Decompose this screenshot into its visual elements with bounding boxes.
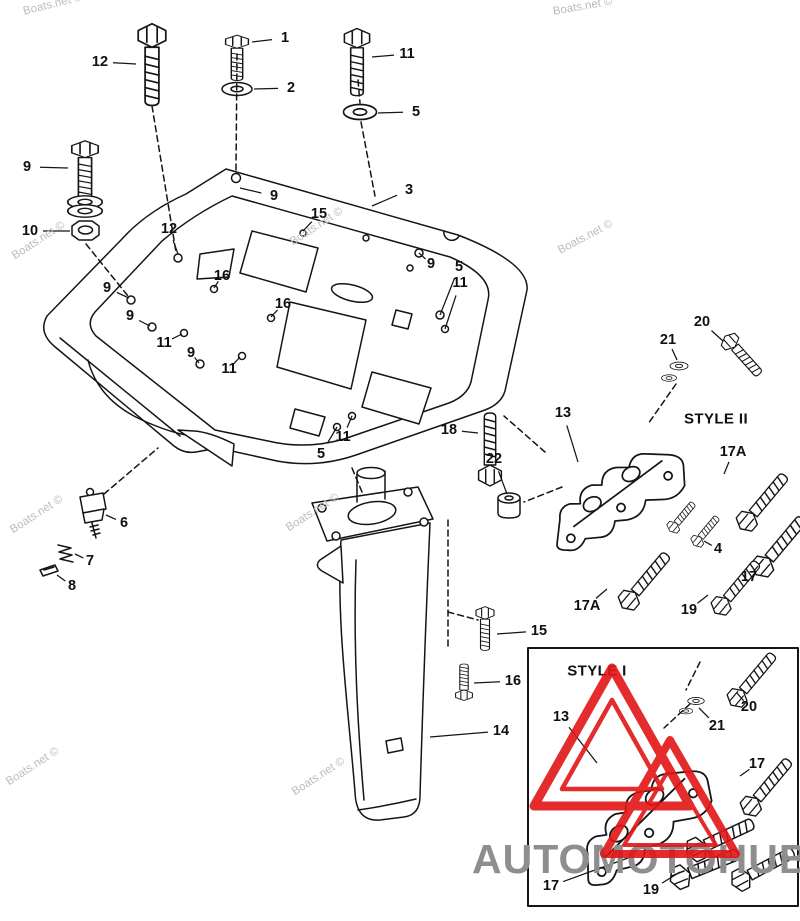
part-callout-8: 8 bbox=[67, 578, 77, 594]
part-callout-1: 1 bbox=[280, 30, 290, 46]
part-callout-11: 11 bbox=[452, 275, 468, 291]
boatsnet-watermark: Boats.net © bbox=[290, 755, 348, 799]
washer-2-graphic bbox=[221, 81, 253, 97]
part-callout-15: 15 bbox=[530, 623, 548, 639]
automotohub-logo-triangles bbox=[529, 663, 740, 858]
part-callout-21: 21 bbox=[708, 718, 726, 734]
part-callout-11: 11 bbox=[335, 429, 351, 445]
washer-5-graphic bbox=[342, 103, 378, 121]
part-callout-14: 14 bbox=[492, 723, 510, 739]
sensor-6-graphic bbox=[79, 487, 107, 539]
part-callout-11: 11 bbox=[221, 361, 237, 377]
part-callout-17: 17 bbox=[542, 878, 560, 894]
part-callout-9: 9 bbox=[186, 345, 196, 361]
boatsnet-watermark: Boats.net © bbox=[552, 0, 614, 18]
adapter-plate-graphic bbox=[43, 168, 528, 467]
bracket-13-style1-graphic bbox=[560, 753, 726, 895]
part-callout-9: 9 bbox=[426, 256, 436, 272]
boatsnet-watermark: Boats.net © bbox=[284, 491, 342, 535]
part-callout-5: 5 bbox=[316, 446, 326, 462]
boatsnet-watermark: Boats.net © bbox=[288, 205, 346, 249]
exhaust-tube-graphic bbox=[311, 466, 434, 821]
part-callout-4: 4 bbox=[713, 541, 723, 557]
style-label-style-ii: STYLE II bbox=[683, 410, 749, 428]
assembly-dash-lines bbox=[85, 53, 677, 651]
part-callout-11: 11 bbox=[399, 46, 415, 62]
part-callout-9: 9 bbox=[125, 308, 135, 324]
part-callout-12: 12 bbox=[91, 54, 109, 70]
part-callout-17a: 17A bbox=[719, 444, 747, 460]
part-callout-12: 12 bbox=[160, 221, 178, 237]
bolt-18-graphic bbox=[477, 412, 503, 487]
part-callout-20: 20 bbox=[740, 699, 758, 715]
style-label-style-i: STYLE I bbox=[567, 662, 627, 680]
spring-7-graphic bbox=[57, 544, 74, 563]
bracket-13-style2-graphic bbox=[535, 437, 698, 559]
bolt-12-graphic bbox=[137, 22, 167, 107]
part-callout-16: 16 bbox=[274, 296, 292, 312]
locknut-10-graphic bbox=[71, 220, 100, 241]
part-callout-9: 9 bbox=[102, 280, 112, 296]
part-callout-17: 17 bbox=[748, 756, 766, 772]
style2-fasteners-graphic bbox=[613, 329, 800, 620]
part-callout-18: 18 bbox=[440, 422, 458, 438]
boatsnet-watermark: Boats.net © bbox=[556, 217, 615, 257]
spacer-22-graphic bbox=[497, 492, 521, 519]
part-callout-17a: 17A bbox=[573, 598, 601, 614]
style1-inset bbox=[527, 647, 800, 907]
pin-8-graphic bbox=[39, 564, 59, 577]
part-callout-2: 2 bbox=[286, 80, 296, 96]
part-callout-13: 13 bbox=[552, 709, 570, 725]
part-callout-16: 16 bbox=[213, 268, 231, 284]
part-callout-3: 3 bbox=[404, 182, 414, 198]
part-callout-22: 22 bbox=[485, 451, 503, 467]
part-callout-19: 19 bbox=[680, 602, 698, 618]
part-callout-9: 9 bbox=[22, 159, 32, 175]
bolt-1-graphic bbox=[224, 34, 250, 82]
part-callout-9: 9 bbox=[269, 188, 279, 204]
style1-fasteners-graphic bbox=[665, 647, 800, 895]
part-callout-20: 20 bbox=[693, 314, 711, 330]
part-callout-17: 17 bbox=[740, 569, 758, 585]
boatsnet-watermark: Boats.net © bbox=[4, 745, 62, 789]
boatsnet-watermark: Boats.net © bbox=[10, 219, 68, 263]
bolt-9-graphic bbox=[66, 139, 104, 219]
boatsnet-watermark: Boats.net © bbox=[22, 0, 84, 18]
bolt-11-graphic bbox=[343, 27, 371, 97]
bolt-15-graphic bbox=[475, 606, 495, 651]
part-callout-19: 19 bbox=[642, 882, 660, 898]
part-callout-11: 11 bbox=[156, 335, 172, 351]
bolt-16-graphic bbox=[455, 663, 473, 702]
part-callout-21: 21 bbox=[659, 332, 677, 348]
boatsnet-watermark: Boats.net © bbox=[8, 493, 66, 537]
part-callout-5: 5 bbox=[411, 104, 421, 120]
part-callout-15: 15 bbox=[310, 206, 328, 222]
part-callout-10: 10 bbox=[21, 223, 39, 239]
part-callout-5: 5 bbox=[454, 259, 464, 275]
part-callout-7: 7 bbox=[85, 553, 95, 569]
part-callout-6: 6 bbox=[119, 515, 129, 531]
part-callout-16: 16 bbox=[504, 673, 522, 689]
part-callout-13: 13 bbox=[554, 405, 572, 421]
automotohub-watermark: AUTOMOTOHUB bbox=[472, 836, 800, 882]
